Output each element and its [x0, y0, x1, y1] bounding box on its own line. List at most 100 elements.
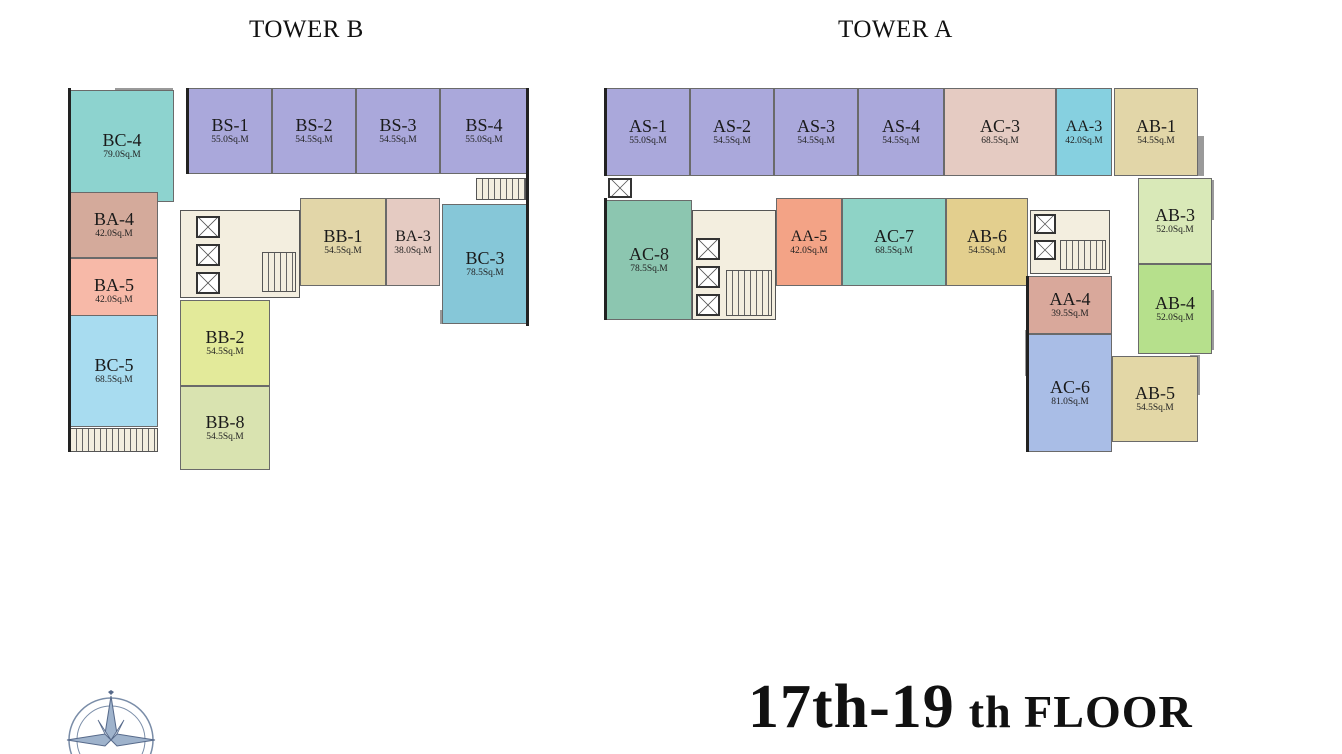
- unit-area: 54.5Sq.M: [882, 136, 920, 146]
- unit-code: AC-8: [629, 244, 669, 264]
- floor-number: 17th-19: [748, 673, 955, 741]
- unit-bb1[interactable]: BB-1 54.5Sq.M: [300, 198, 386, 286]
- compass-rose-icon: [66, 690, 156, 754]
- unit-area: 54.5Sq.M: [797, 136, 835, 146]
- unit-area: 55.0Sq.M: [629, 136, 667, 146]
- unit-code: AS-1: [628, 116, 667, 136]
- unit-bs2[interactable]: BS-2 54.5Sq.M: [272, 88, 356, 174]
- wall: [526, 88, 529, 326]
- wall: [68, 192, 71, 452]
- unit-ba5[interactable]: BA-5 42.0Sq.M: [70, 258, 158, 324]
- unit-aa4[interactable]: AA-4 39.5Sq.M: [1028, 276, 1112, 334]
- unit-code: AB-6: [967, 226, 1007, 246]
- unit-ac6[interactable]: AC-6 81.0Sq.M: [1028, 334, 1112, 452]
- unit-code: AC-6: [1050, 377, 1090, 397]
- unit-ab1[interactable]: AB-1 54.5Sq.M: [1114, 88, 1198, 176]
- unit-area: 78.5Sq.M: [466, 268, 504, 278]
- unit-code: BS-1: [211, 115, 249, 135]
- unit-bc4[interactable]: BC-4 79.0Sq.M: [70, 90, 174, 202]
- stair-icon: [70, 428, 158, 452]
- unit-ac3[interactable]: AC-3 68.5Sq.M: [944, 88, 1056, 176]
- unit-code: BA-4: [94, 209, 134, 229]
- wall: [1026, 276, 1029, 452]
- wall: [604, 198, 607, 320]
- unit-bb8[interactable]: BB-8 54.5Sq.M: [180, 386, 270, 470]
- unit-as4[interactable]: AS-4 54.5Sq.M: [858, 88, 944, 176]
- unit-area: 54.5Sq.M: [206, 347, 244, 357]
- unit-area: 54.5Sq.M: [1136, 403, 1174, 413]
- lift-icon: [1034, 214, 1056, 234]
- lift-icon: [696, 238, 720, 260]
- wall: [68, 88, 71, 200]
- unit-bc3[interactable]: BC-3 78.5Sq.M: [442, 204, 528, 324]
- unit-ac8[interactable]: AC-8 78.5Sq.M: [606, 200, 692, 320]
- unit-as3[interactable]: AS-3 54.5Sq.M: [774, 88, 858, 176]
- unit-code: AC-3: [980, 116, 1020, 136]
- unit-code: BB-1: [323, 226, 363, 246]
- unit-code: BS-2: [295, 115, 333, 135]
- unit-area: 42.0Sq.M: [790, 246, 828, 256]
- unit-area: 81.0Sq.M: [1051, 397, 1089, 407]
- unit-ba3[interactable]: BA-3 38.0Sq.M: [386, 198, 440, 286]
- unit-code: BB-2: [205, 327, 245, 347]
- unit-code: AB-4: [1155, 293, 1195, 313]
- unit-code: BC-3: [465, 248, 505, 268]
- unit-bs3[interactable]: BS-3 54.5Sq.M: [356, 88, 440, 174]
- unit-code: BA-3: [395, 228, 431, 245]
- unit-code: BS-4: [465, 115, 503, 135]
- unit-code: BA-5: [94, 275, 134, 295]
- tower-b-title: TOWER B: [249, 16, 364, 43]
- unit-area: 78.5Sq.M: [630, 264, 668, 274]
- floor-suffix: th FLOOR: [968, 686, 1193, 737]
- unit-area: 54.5Sq.M: [713, 136, 751, 146]
- stair-icon: [1060, 240, 1106, 270]
- unit-ba4[interactable]: BA-4 42.0Sq.M: [70, 192, 158, 258]
- unit-bs4[interactable]: BS-4 55.0Sq.M: [440, 88, 528, 174]
- unit-ab6[interactable]: AB-6 54.5Sq.M: [946, 198, 1028, 286]
- unit-ab3[interactable]: AB-3 52.0Sq.M: [1138, 178, 1212, 264]
- ledge: [1196, 136, 1204, 176]
- unit-area: 68.5Sq.M: [981, 136, 1019, 146]
- unit-code: BC-5: [94, 355, 134, 375]
- unit-bs1[interactable]: BS-1 55.0Sq.M: [188, 88, 272, 174]
- unit-code: BS-3: [379, 115, 417, 135]
- unit-area: 52.0Sq.M: [1156, 225, 1194, 235]
- unit-ab4[interactable]: AB-4 52.0Sq.M: [1138, 264, 1212, 354]
- lift-icon: [196, 216, 220, 238]
- unit-aa3[interactable]: AA-3 42.0Sq.M: [1056, 88, 1112, 176]
- unit-area: 38.0Sq.M: [394, 246, 432, 256]
- unit-ac7[interactable]: AC-7 68.5Sq.M: [842, 198, 946, 286]
- unit-aa5[interactable]: AA-5 42.0Sq.M: [776, 198, 842, 286]
- unit-as2[interactable]: AS-2 54.5Sq.M: [690, 88, 774, 176]
- unit-code: AS-4: [881, 116, 920, 136]
- unit-area: 42.0Sq.M: [95, 295, 133, 305]
- unit-code: AA-5: [790, 228, 828, 245]
- unit-code: AS-2: [712, 116, 751, 136]
- unit-area: 55.0Sq.M: [211, 135, 249, 145]
- unit-area: 55.0Sq.M: [465, 135, 503, 145]
- unit-area: 79.0Sq.M: [103, 150, 141, 160]
- unit-code: AB-3: [1155, 205, 1195, 225]
- lift-icon: [196, 272, 220, 294]
- unit-as1[interactable]: AS-1 55.0Sq.M: [606, 88, 690, 176]
- lift-icon: [1034, 240, 1056, 260]
- unit-ab5[interactable]: AB-5 54.5Sq.M: [1112, 356, 1198, 442]
- floor-title: 17th-19 th FLOOR: [748, 672, 1193, 743]
- unit-code: AB-1: [1136, 116, 1176, 136]
- unit-code: AA-4: [1049, 289, 1091, 309]
- unit-code: BC-4: [102, 130, 142, 150]
- unit-code: BB-8: [205, 412, 245, 432]
- wall: [604, 88, 607, 176]
- lift-icon: [196, 244, 220, 266]
- unit-bb2[interactable]: BB-2 54.5Sq.M: [180, 300, 270, 386]
- unit-area: 39.5Sq.M: [1051, 309, 1089, 319]
- unit-bc5[interactable]: BC-5 68.5Sq.M: [70, 315, 158, 427]
- stair-icon: [262, 252, 296, 292]
- lift-icon: [696, 266, 720, 288]
- stair-icon: [726, 270, 772, 316]
- unit-code: AS-3: [796, 116, 835, 136]
- wall: [186, 88, 189, 174]
- unit-area: 52.0Sq.M: [1156, 313, 1194, 323]
- unit-area: 68.5Sq.M: [95, 375, 133, 385]
- unit-area: 42.0Sq.M: [1065, 136, 1103, 146]
